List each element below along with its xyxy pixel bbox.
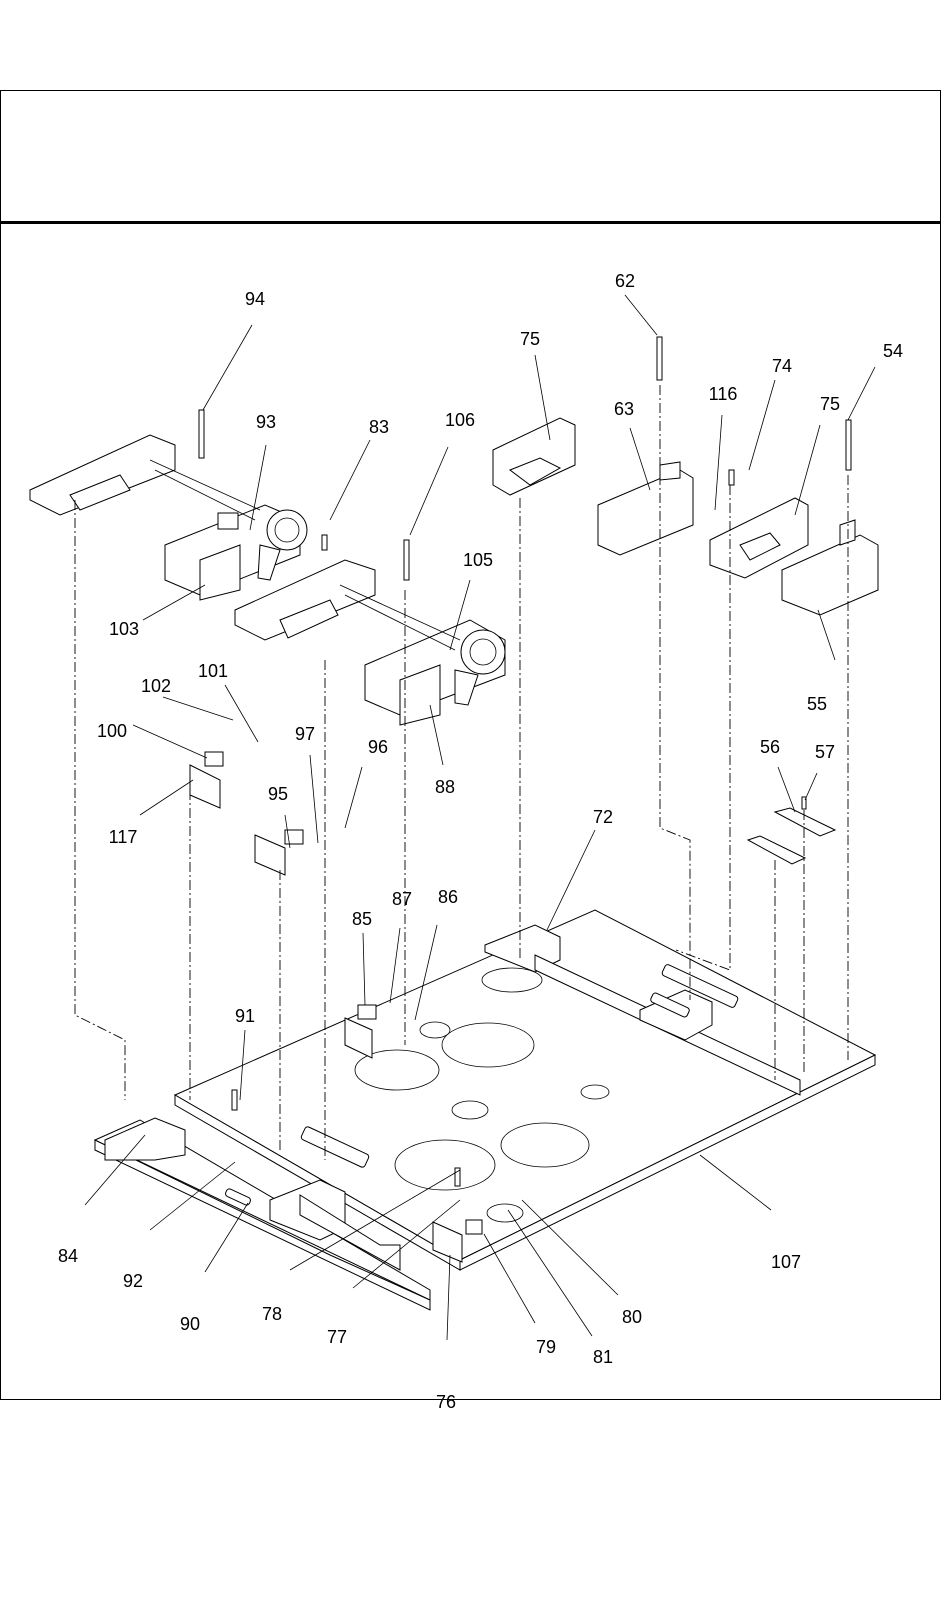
callout-57: 57 [815,742,835,762]
callout-54: 54 [883,341,903,361]
callout-105: 105 [463,550,493,570]
callout-79: 79 [536,1337,556,1357]
callout-63: 63 [614,399,634,419]
title-block [1,91,940,224]
callout-92: 92 [123,1271,143,1291]
callout-78: 78 [262,1304,282,1324]
callout-100: 100 [97,721,127,741]
callout-97: 97 [295,724,315,744]
callout-84: 84 [58,1246,78,1266]
callout-91: 91 [235,1006,255,1026]
callout-96: 96 [368,737,388,757]
callout-72: 72 [593,807,613,827]
callout-107: 107 [771,1252,801,1272]
callout-101: 101 [198,661,228,681]
assembly-lines [74,385,849,1160]
callout-74: 74 [772,356,792,376]
callout-116: 116 [709,384,738,404]
callout-117: 117 [109,827,138,847]
bracket-117 [189,751,224,809]
leader-lines [84,294,876,1341]
screws [198,336,852,1187]
callout-93: 93 [256,412,276,432]
callout-103: 103 [109,619,139,639]
callout-77: 77 [327,1327,347,1347]
bracket-95 [254,829,304,876]
callout-55: 55 [807,694,827,714]
drawing-frame [0,90,941,1400]
actuator-assembly-103 [29,434,308,601]
rail-assembly-right [484,924,801,1096]
callout-106: 106 [445,410,475,430]
block-75-right [709,497,809,579]
callout-102: 102 [141,676,171,696]
actuator-assembly-105 [234,559,506,726]
block-75-left [492,417,576,496]
callout-87: 87 [392,889,412,909]
callout-83: 83 [369,417,389,437]
callout-88: 88 [435,777,455,797]
callout-85: 85 [352,909,372,929]
callout-94: 94 [245,289,265,309]
callout-76: 76 [436,1392,456,1412]
callout-86: 86 [438,887,458,907]
bracket-85 [344,1004,377,1059]
callout-90: 90 [180,1314,200,1334]
rail-assembly-left [93,1117,431,1311]
callout-75-left: 75 [520,329,540,349]
callout-81: 81 [593,1347,613,1367]
bracket-76 [432,1219,483,1263]
block-55 [781,519,879,616]
callout-75-right: 75 [820,394,840,414]
callout-56: 56 [760,737,780,757]
plates-56 [746,807,837,865]
callout-80: 80 [622,1307,642,1327]
callout-62: 62 [615,271,635,291]
callout-95: 95 [268,784,288,804]
callout-labels: 94 93 83 106 103 105 88 75 62 63 116 74 … [58,271,903,1412]
